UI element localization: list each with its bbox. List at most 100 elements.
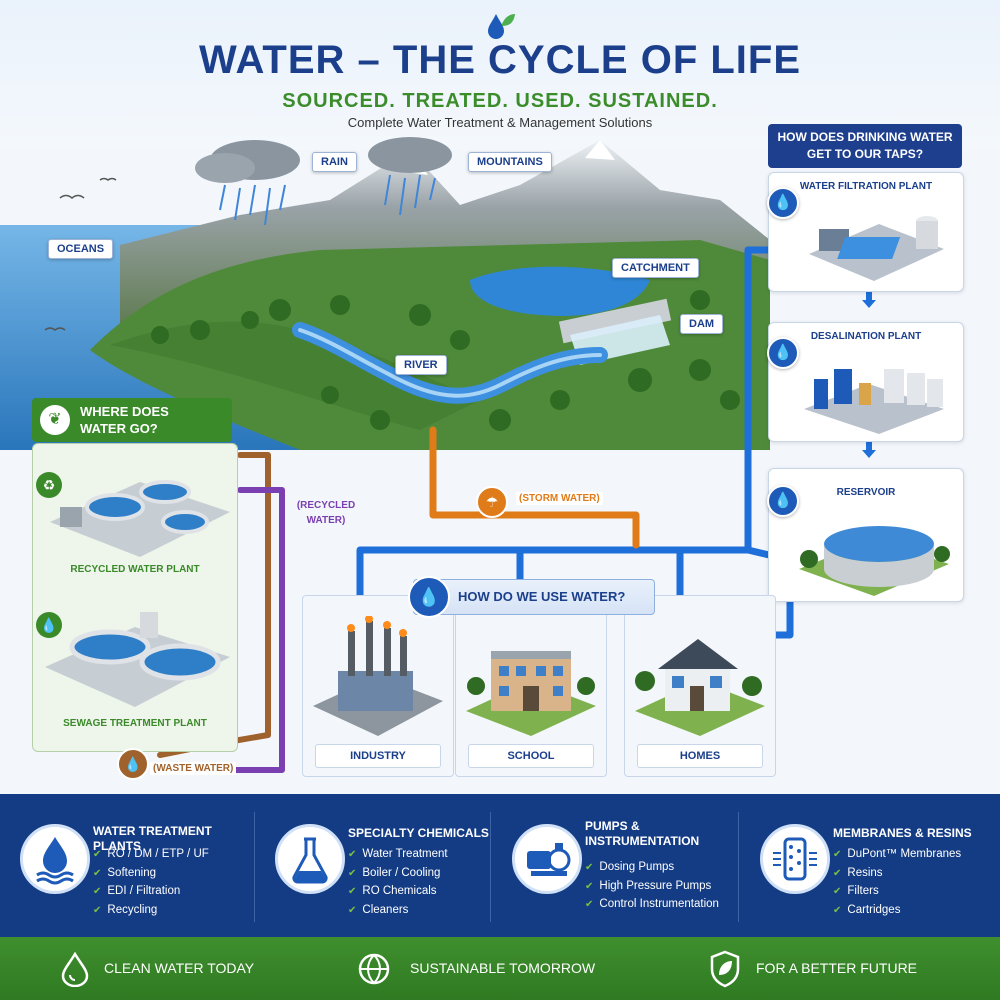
list-item: ✔Cleaners — [348, 903, 409, 916]
page-tagline: SOURCED. TREATED. USED. SUSTAINED. — [282, 90, 718, 112]
list-item: ✔EDI / Filtration — [93, 885, 181, 897]
water-drop-icon: 💧 — [767, 187, 799, 219]
industry-label: INDUSTRY — [315, 744, 441, 768]
service-pumps-instrumentation: PUMPS & INSTRUMENTATION ✔Dosing Pumps ✔H… — [492, 794, 742, 937]
footer-clean-water: CLEAN WATER TODAY — [104, 960, 255, 976]
check-icon: ✔ — [833, 867, 842, 879]
label-dam: DAM — [680, 314, 724, 334]
page-subtitle: Complete Water Treatment & Management So… — [347, 115, 653, 130]
list-item: ✔Filters — [833, 885, 879, 897]
label-catchment: CATCHMENT — [612, 258, 699, 278]
list-item: ✔RO Chemicals — [348, 885, 437, 897]
storm-water-label: (STORM WATER) — [516, 492, 603, 505]
list-item: ✔Resins — [833, 866, 883, 879]
use-heading: HOW DO WE USE WATER? — [458, 589, 626, 604]
pump-icon — [512, 824, 582, 894]
check-icon: ✔ — [348, 849, 357, 860]
list-item: ✔Cartridges — [833, 903, 901, 916]
school-illustration — [466, 651, 596, 736]
water-filtration-plant-label: WATER FILTRATION PLANT — [799, 181, 933, 192]
check-icon: ✔ — [93, 886, 102, 897]
service-water-treatment-plants: WATER TREATMENT PLANTS ✔RO / DM / ETP / … — [0, 794, 250, 937]
globe-icon — [358, 953, 390, 985]
water-drop-waves-icon — [20, 824, 90, 894]
desalination-plant-label: DESALINATION PLANT — [810, 331, 922, 342]
check-icon: ✔ — [585, 899, 594, 910]
list-item: ✔Boiler / Cooling — [348, 866, 441, 879]
landscape-illustration — [0, 137, 770, 450]
sewage-treatment-plant-label: SEWAGE TREATMENT PLANT — [63, 718, 207, 729]
service-title: PUMPS & INSTRUMENTATION — [585, 819, 700, 848]
check-icon: ✔ — [93, 904, 102, 916]
homes-label: HOMES — [637, 744, 763, 768]
sewage-treatment-plant-illustration — [45, 612, 230, 707]
service-specialty-chemicals: SPECIALTY CHEMICALS ✔Water Treatment ✔Bo… — [255, 794, 505, 937]
where-heading: WHERE DOES WATER GO? — [80, 404, 169, 436]
shield-leaf-icon — [710, 950, 740, 988]
recycled-water-label: (RECYCLED WATER) — [296, 500, 356, 526]
service-items: ✔Dosing Pumps ✔High Pressure Pumps ✔Cont… — [585, 858, 719, 914]
check-icon: ✔ — [348, 886, 357, 897]
school-card: SCHOOL — [455, 595, 607, 777]
water-drop-icon — [61, 951, 89, 987]
list-item: ✔Dosing Pumps — [585, 861, 675, 873]
check-icon: ✔ — [585, 880, 594, 892]
footer-band: CLEAN WATER TODAY SUSTAINABLE TOMORROW F… — [0, 937, 1000, 1000]
storm-cloud-icon: ☂ — [476, 486, 508, 518]
list-item: ✔High Pressure Pumps — [585, 879, 712, 892]
water-drop-icon: 💧 — [36, 612, 62, 638]
check-icon: ✔ — [833, 904, 842, 916]
flask-icon — [275, 824, 345, 894]
check-icon: ✔ — [93, 867, 102, 879]
reservoir-illustration — [799, 526, 950, 596]
waste-water-label: (WASTE WATER) — [150, 762, 237, 775]
service-items: ✔RO / DM / ETP / UF ✔Softening ✔EDI / Fi… — [93, 845, 209, 919]
recycled-water-plant-label: RECYCLED WATER PLANT — [70, 564, 200, 575]
check-icon: ✔ — [585, 862, 594, 873]
water-drop-icon: 💧 — [767, 337, 799, 369]
footer-better-future: FOR A BETTER FUTURE — [756, 960, 918, 976]
service-items: ✔Water Treatment ✔Boiler / Cooling ✔RO C… — [348, 845, 448, 919]
school-label: SCHOOL — [468, 744, 594, 768]
check-icon: ✔ — [348, 904, 357, 916]
label-oceans: OCEANS — [48, 239, 114, 259]
services-band: WATER TREATMENT PLANTS ✔RO / DM / ETP / … — [0, 794, 1000, 937]
list-item: ✔DuPont™ Membranes — [833, 848, 962, 860]
check-icon: ✔ — [348, 867, 357, 879]
divider — [490, 812, 491, 922]
reservoir-label: RESERVOIR — [836, 487, 896, 498]
homes-illustration — [635, 639, 765, 736]
page-title: WATER – THE CYCLE OF LIFE — [198, 38, 802, 82]
check-icon: ✔ — [93, 849, 102, 860]
where-heading-box: ❦ WHERE DOES WATER GO? — [32, 398, 232, 442]
water-filtration-plant-card: WATER FILTRATION PLANT 💧 — [767, 172, 964, 292]
list-item: ✔Recycling — [93, 903, 158, 916]
industry-illustration — [313, 616, 443, 736]
list-item: ✔Softening — [93, 866, 156, 879]
desalination-plant-card: DESALINATION PLANT 💧 — [767, 322, 964, 442]
divider — [254, 812, 255, 922]
use-heading-box: 💧 HOW DO WE USE WATER? — [408, 576, 655, 618]
service-membranes-resins: MEMBRANES & RESINS ✔DuPont™ Membranes ✔R… — [740, 794, 995, 937]
recycled-water-plant-illustration — [50, 480, 230, 557]
service-title: WATER TREATMENT PLANTS — [93, 824, 212, 853]
check-icon: ✔ — [833, 849, 842, 860]
check-icon: ✔ — [833, 886, 842, 897]
divider — [738, 812, 739, 922]
membrane-icon — [760, 824, 830, 894]
rain-cloud-icon — [195, 137, 452, 226]
leaf-icon: ❦ — [40, 405, 70, 435]
label-rain: RAIN — [312, 152, 357, 172]
filtration-plant-illustration — [809, 216, 944, 281]
service-title: MEMBRANES & RESINS — [833, 826, 972, 840]
water-drop-icon: 💧 — [767, 485, 799, 517]
list-item: ✔RO / DM / ETP / UF — [93, 848, 209, 860]
drinking-water-heading: HOW DOES DRINKING WATER GET TO OUR TAPS? — [768, 124, 962, 168]
desalination-plant-illustration — [804, 369, 944, 434]
label-mountains: MOUNTAINS — [468, 152, 552, 172]
list-item: ✔Water Treatment — [348, 848, 448, 860]
logo-drop-leaf-icon — [488, 14, 515, 39]
footer-sustainable: SUSTAINABLE TOMORROW — [410, 960, 596, 976]
service-title: SPECIALTY CHEMICALS — [348, 826, 489, 840]
service-items: ✔DuPont™ Membranes ✔Resins ✔Filters ✔Car… — [833, 845, 961, 919]
